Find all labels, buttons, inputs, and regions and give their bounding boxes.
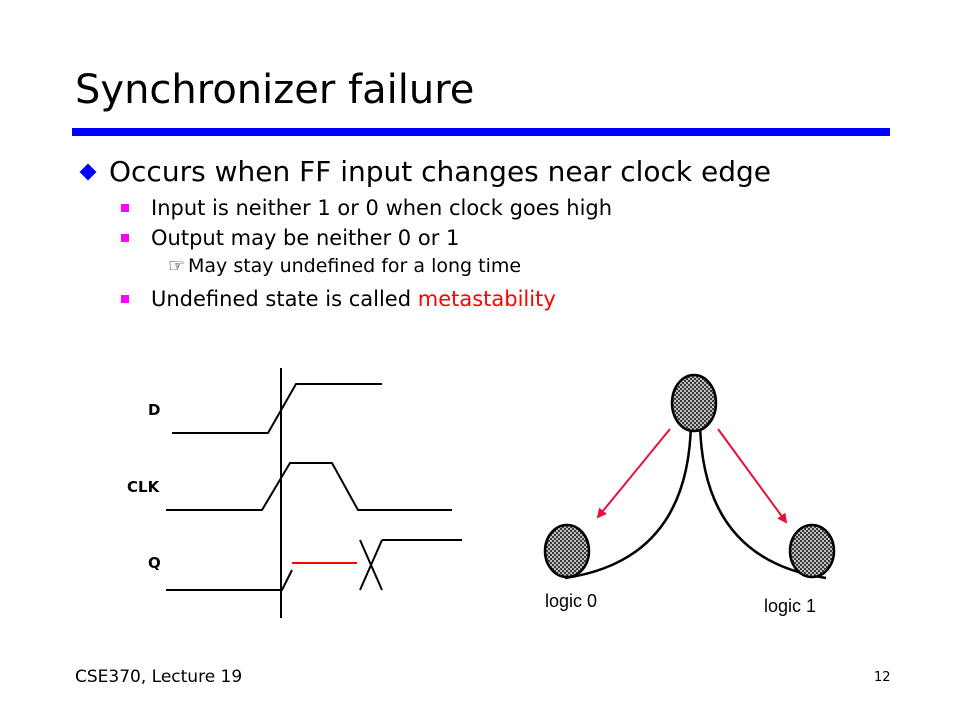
signal-label-d: D bbox=[148, 401, 160, 419]
footer-page-number: 12 bbox=[874, 670, 891, 685]
square-bullet-icon bbox=[121, 204, 129, 212]
bullet-sub-2-text: Output may be neither 0 or 1 bbox=[151, 226, 460, 250]
logic-0-label: logic 0 bbox=[545, 591, 597, 611]
metastability-hill-diagram bbox=[543, 373, 836, 580]
pointing-hand-icon: ☞ bbox=[168, 255, 186, 277]
footer-course: CSE370, Lecture 19 bbox=[75, 667, 243, 687]
q-resolve-line-b bbox=[359, 539, 383, 591]
timing-diagram bbox=[166, 368, 462, 618]
bullet-sub-3-text: Undefined state is called metastability bbox=[151, 285, 556, 313]
ball-top bbox=[670, 373, 718, 433]
square-bullet-icon bbox=[121, 234, 129, 242]
hill-left-slope bbox=[564, 421, 693, 580]
metastability-term: metastability bbox=[417, 287, 556, 311]
bullet-sub-1-text: Input is neither 1 or 0 when clock goes … bbox=[151, 196, 613, 220]
square-bullet-icon bbox=[121, 295, 129, 303]
arrow-to-logic-0 bbox=[596, 428, 671, 519]
logic-1-label: logic 1 bbox=[764, 596, 816, 616]
bullet-main-text: Occurs when FF input changes near clock … bbox=[109, 155, 772, 188]
signal-label-clk: CLK bbox=[127, 478, 161, 496]
q-waveform-low bbox=[166, 569, 293, 591]
signal-label-q: Q bbox=[148, 554, 161, 572]
bullet-sub-2-detail-text: May stay undefined for a long time bbox=[188, 255, 522, 277]
title-underline bbox=[72, 128, 890, 136]
d-waveform bbox=[172, 383, 382, 434]
clk-waveform bbox=[166, 462, 452, 511]
slide-title: Synchronizer failure bbox=[75, 67, 475, 113]
bullet-sub-3-prefix: Undefined state is called bbox=[151, 287, 418, 311]
arrow-to-logic-1 bbox=[717, 428, 788, 524]
ball-right bbox=[788, 523, 836, 579]
ball-left bbox=[543, 523, 591, 579]
